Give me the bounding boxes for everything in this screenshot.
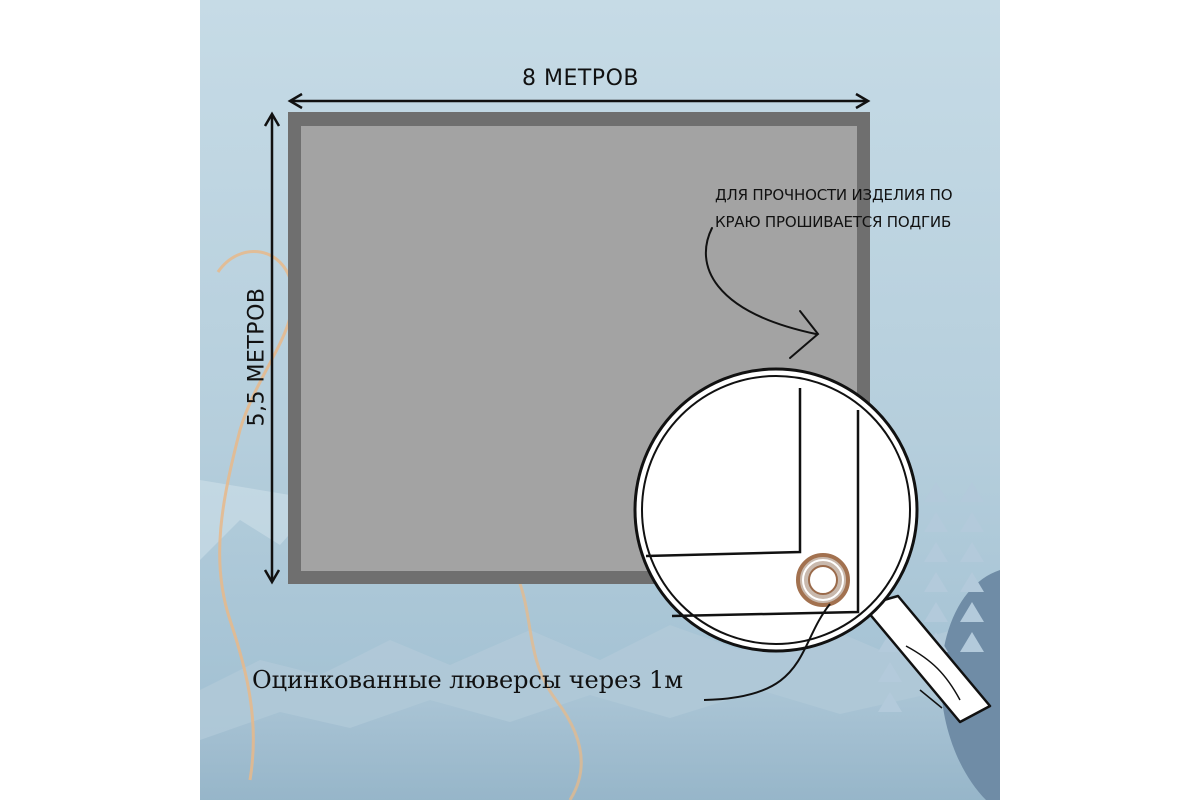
decorative-swirl-lower [516, 577, 583, 800]
decorative-swirl [216, 250, 295, 781]
magnifier-lens-rim [641, 375, 911, 645]
magnifier-lens [633, 367, 919, 653]
hem-note-line-2: КРАЮ ПРОШИВАЕТСЯ ПОДГИБ [715, 213, 952, 231]
grommet-label: Оцинкованные люверсы через 1м [252, 666, 683, 694]
magnified-hem-detail [645, 388, 860, 618]
grommet [796, 553, 850, 607]
height-dimension-arrow [263, 111, 281, 585]
hem-note: ДЛЯ ПРОЧНОСТИ ИЗДЕЛИЯ ПО КРАЮ ПРОШИВАЕТС… [715, 182, 953, 236]
hem-note-line-1: ДЛЯ ПРОЧНОСТИ ИЗДЕЛИЯ ПО [715, 186, 953, 204]
height-label: 5,5 МЕТРОВ [244, 287, 270, 427]
mountain-range-near [200, 690, 1000, 800]
hem-pointer-arrow [704, 227, 820, 359]
diagram-canvas: 8 МЕТРОВ 5,5 МЕТРОВ ДЛЯ ПРОЧНОСТИ ИЗДЕЛИ… [200, 0, 1000, 800]
grommet-pointer-line [703, 603, 831, 701]
diagram-graphic [200, 0, 1000, 800]
width-dimension-arrow [287, 92, 871, 110]
width-label: 8 МЕТРОВ [522, 66, 639, 91]
